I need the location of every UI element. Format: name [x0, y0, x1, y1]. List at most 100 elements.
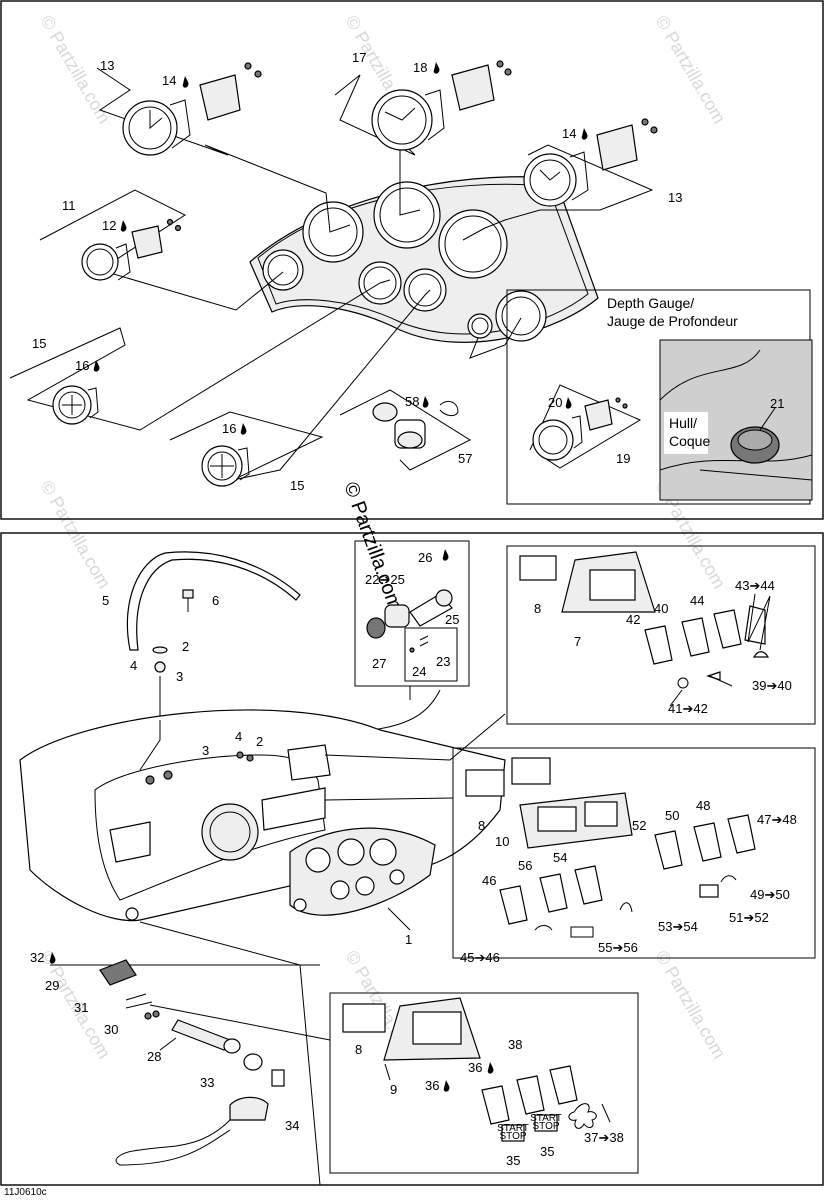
callout-56: 56	[518, 858, 532, 873]
callout-40: 40	[654, 601, 668, 616]
switch-panel-inset-middle	[452, 747, 816, 959]
callout-45-46: 45➔46	[460, 950, 500, 965]
callout-27: 27	[372, 656, 386, 671]
oil-drop-icon	[487, 1062, 494, 1074]
callout-31: 31	[74, 1000, 88, 1015]
callout-52: 52	[632, 818, 646, 833]
callout-26: 26	[418, 550, 432, 565]
top-panel-frame	[0, 0, 824, 520]
callout-41-42: 41➔42	[668, 701, 708, 716]
callout-50: 50	[665, 808, 679, 823]
callout-30: 30	[104, 1022, 118, 1037]
callout-51-52: 51➔52	[729, 910, 769, 925]
oil-drop-icon	[433, 62, 440, 74]
callout-11: 11	[62, 198, 76, 213]
depth-gauge-caption-fr: Jauge de Profondeur	[607, 313, 738, 329]
gauge-15-left	[52, 385, 99, 425]
callout-4: 4	[130, 658, 137, 673]
callout-23: 23	[436, 654, 450, 669]
callout-3: 3	[176, 669, 183, 684]
oil-drop-icon	[182, 76, 189, 88]
callout-8: 8	[355, 1042, 362, 1057]
oil-drop-icon	[581, 128, 588, 140]
callout-29: 29	[45, 978, 59, 993]
callout-48: 48	[696, 798, 710, 813]
diagram-code: 11J0610c	[4, 1187, 47, 1198]
callout-53-54: 53➔54	[658, 919, 698, 934]
callout-19: 19	[616, 451, 630, 466]
oil-drop-icon	[443, 1080, 450, 1092]
oil-drop-icon	[565, 397, 572, 409]
watermark-center: © Partzilla.com	[339, 479, 406, 613]
callout-46: 46	[482, 873, 496, 888]
stop-label: STOP	[532, 1121, 559, 1132]
callout-21: 21	[770, 396, 784, 411]
rocker-switch-group	[644, 605, 766, 665]
callout-47-48: 47➔48	[757, 812, 797, 827]
oil-drop-icon	[442, 549, 449, 561]
callout-16: 16	[75, 358, 89, 373]
start-label: START	[497, 1123, 529, 1134]
callout-1: 1	[405, 932, 412, 947]
callout-42: 42	[626, 612, 640, 627]
callout-3: 3	[202, 743, 209, 758]
watermark-text: © Partzilla.com	[652, 12, 730, 127]
callout-18: 18	[413, 60, 427, 75]
callout-24: 24	[412, 664, 426, 679]
callout-16: 16	[222, 421, 236, 436]
callout-10: 10	[495, 834, 509, 849]
callout-33: 33	[200, 1075, 214, 1090]
callout-34: 34	[285, 1118, 299, 1133]
stop-label: STOP	[499, 1131, 526, 1142]
callout-35: 35	[540, 1144, 554, 1159]
oil-drop-icon	[240, 423, 247, 435]
oil-drop-icon	[422, 396, 429, 408]
callout-25: 25	[445, 612, 459, 627]
callout-7: 7	[574, 634, 581, 649]
callout-4: 4	[235, 729, 242, 744]
windshield-visor	[126, 551, 301, 720]
callout-2: 2	[256, 734, 263, 749]
callout-20: 20	[548, 395, 562, 410]
callout-13: 13	[668, 190, 682, 205]
callout-28: 28	[147, 1049, 161, 1064]
wiring-harness	[99, 959, 285, 1166]
bottom-leader-lines	[50, 713, 506, 1186]
callout-5: 5	[102, 593, 109, 608]
callout-58: 58	[405, 394, 419, 409]
callout-12: 12	[102, 218, 116, 233]
callout-39-40: 39➔40	[752, 678, 792, 693]
callout-44: 44	[690, 593, 704, 608]
small-gauge-11	[81, 218, 182, 281]
watermark-text: © Partzilla.com	[652, 947, 730, 1062]
watermark-text: © Partzilla.com	[37, 477, 115, 592]
callout-14: 14	[562, 126, 576, 141]
callout-37-38: 37➔38	[584, 1130, 624, 1145]
callout-15: 15	[290, 478, 304, 493]
depth-gauge	[532, 397, 628, 461]
dashboard-console	[19, 709, 506, 931]
depth-gauge-inset: Depth Gauge/ Jauge de Profondeur Hull/ C…	[506, 289, 813, 505]
gauge-15-bottom	[201, 445, 250, 487]
callout-15: 15	[32, 336, 46, 351]
callout-54: 54	[553, 850, 567, 865]
tachometer-gauge	[122, 62, 262, 156]
oil-drop-icon	[93, 360, 100, 372]
callout-13: 13	[100, 58, 114, 73]
callout-14: 14	[162, 73, 176, 88]
callout-36: 36	[425, 1078, 439, 1093]
switch-panel-inset-upper	[506, 545, 816, 725]
callout-36: 36	[468, 1060, 482, 1075]
callout-17: 17	[352, 50, 366, 65]
callout-57: 57	[458, 451, 472, 466]
callout-9: 9	[390, 1082, 397, 1097]
callout-35: 35	[506, 1153, 520, 1168]
depth-gauge-caption-en: Depth Gauge/	[607, 295, 694, 311]
callout-8: 8	[534, 601, 541, 616]
ignition-switch-inset	[249, 540, 470, 736]
top-callouts: 13 14 17 18 14 13 11 12 15 16 16 15 58 5…	[32, 50, 784, 493]
fuel-gauge	[523, 118, 658, 207]
callout-6: 6	[212, 593, 219, 608]
hull-caption-en: Hull/	[669, 415, 697, 431]
